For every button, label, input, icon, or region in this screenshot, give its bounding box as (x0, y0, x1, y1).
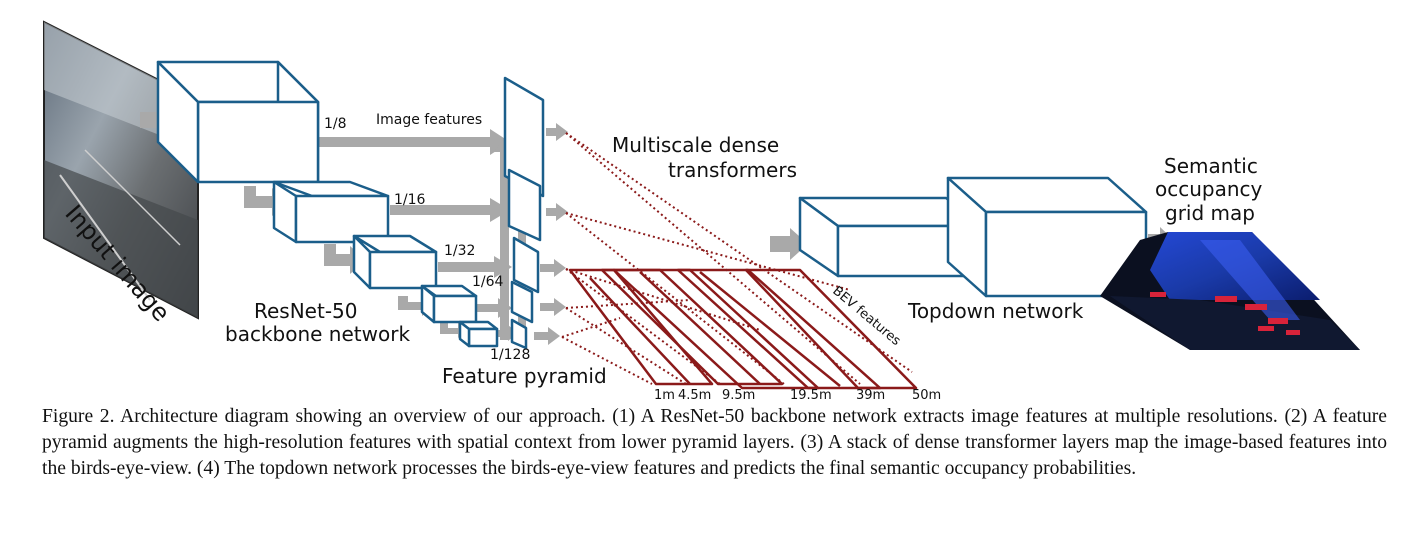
pyramid-level-16 (507, 168, 542, 242)
backbone-stage-3 (352, 234, 438, 290)
distance-9-5m: 9.5m (722, 388, 755, 403)
pyramid-level-32 (512, 236, 540, 294)
semantic-label-line3: grid map (1165, 201, 1255, 225)
scale-label-8: 1/8 (324, 116, 347, 132)
arrow-to-topdown (770, 228, 808, 260)
backbone-stage-1 (156, 60, 320, 184)
arrow-lateral-32 (438, 256, 512, 278)
resnet-label-line1: ResNet-50 (254, 299, 358, 323)
arrow-pyr-64 (540, 298, 566, 316)
backbone-stage-4 (420, 284, 478, 324)
scale-label-64: 1/64 (472, 274, 504, 290)
arrow-pyr-16 (546, 203, 568, 221)
bev-slab-5 (744, 268, 918, 390)
resnet-backbone (156, 60, 499, 348)
arrow-lateral-8 (318, 129, 510, 155)
pyramid-level-8 (503, 76, 545, 198)
semantic-label-line2: occupancy (1155, 177, 1263, 201)
arrow-pyr-128 (534, 327, 560, 345)
semantic-label-line1: Semantic (1164, 154, 1258, 178)
image-features-label: Image features (376, 112, 482, 128)
bev-slab-1 (568, 268, 714, 386)
backbone-stage-2 (272, 180, 390, 244)
distance-39m: 39m (856, 388, 885, 403)
distance-19-5m: 19.5m (790, 388, 832, 403)
pyramid-level-128 (510, 318, 528, 350)
scale-label-32: 1/32 (444, 243, 475, 259)
feature-pyramid-label: Feature pyramid (442, 364, 607, 388)
topdown-block-2 (946, 176, 1148, 298)
scale-label-16: 1/16 (394, 192, 426, 208)
arrow-lateral-16 (390, 198, 510, 222)
semantic-occupancy-map (1100, 232, 1360, 350)
feature-pyramid (503, 76, 545, 350)
mdt-label-line1: Multiscale dense (612, 133, 779, 157)
distance-50m: 50m (912, 388, 941, 403)
distance-4-5m: 4.5m (678, 388, 711, 403)
topdown-label: Topdown network (907, 299, 1084, 323)
architecture-diagram: Input image (43, 20, 1360, 403)
figure-caption: Figure 2. Architecture diagram showing a… (42, 406, 1387, 479)
arrow-pyr-32 (540, 259, 566, 277)
arrow-pyr-8 (546, 123, 568, 141)
bev-feature-slabs (568, 268, 918, 390)
scale-label-128: 1/128 (490, 347, 530, 363)
mdt-label-line2: transformers (668, 158, 797, 182)
topdown-network (798, 176, 1148, 298)
backbone-stage-5 (458, 320, 499, 348)
pyramid-level-64 (510, 280, 534, 324)
distance-1m: 1m (654, 388, 675, 403)
resnet-label-line2: backbone network (225, 322, 410, 346)
